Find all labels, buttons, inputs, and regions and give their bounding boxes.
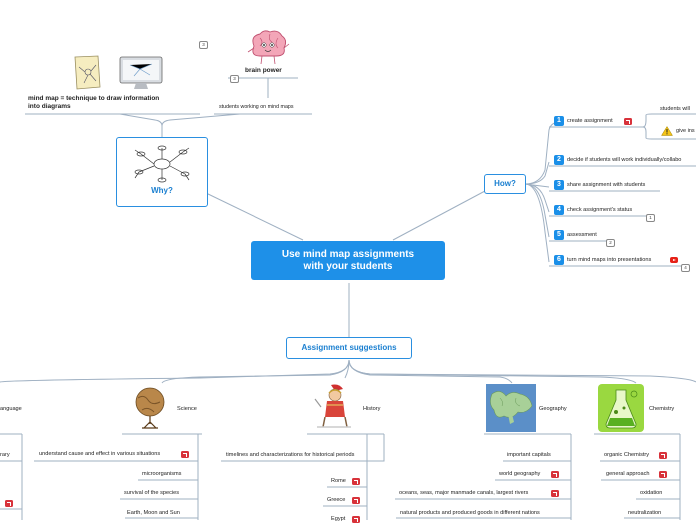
chemistry-item-1: organic Chemistry [604,452,650,458]
mind-map-definition-line2: into diagrams [28,102,71,110]
step-3-text: share assignment with students [567,182,646,188]
step-6-text: turn mind maps into presentations [567,257,652,263]
brain-count-badge[interactable]: 3 [230,75,239,83]
language-link-icon[interactable] [5,500,13,507]
brain-character-icon [247,30,290,65]
language-item-1: rary [0,452,10,458]
science-label: Science [177,406,197,412]
step-4-number: 4 [554,205,564,215]
science-item-3: survival of the species [124,490,180,496]
geography-item-3: oceans, seas, major manmade canals, larg… [399,490,529,496]
step-5-text: assessment [567,232,597,238]
science-item-1: understand cause and effect in various s… [39,451,161,457]
globe-icon [135,387,165,429]
central-topic-line2: with your students [303,260,393,272]
chemistry-item-3: oxidation [640,490,663,496]
mind-map-definition-line1: mind map = technique to draw information [28,95,160,102]
step-5-count-badge[interactable]: 2 [606,239,615,247]
chemistry-item-4: neutralization [628,510,662,516]
step-1-sub-students: students will [660,106,690,112]
step-6-count-badge[interactable]: 4 [681,264,690,272]
history-item-3-link-icon[interactable] [352,497,360,504]
science-item-2: microorganisms [142,471,182,477]
step-1-number: 1 [554,116,564,126]
mind-map-sketch-icon [134,145,190,183]
step-4-text: check assignment's status [567,207,633,213]
geography-item-2: world geography [499,471,541,477]
geography-item-3-link-icon[interactable] [551,490,559,497]
science-item-1-link-icon[interactable] [181,451,189,458]
step-1-link-icon[interactable] [624,118,632,125]
why-node[interactable]: Why? [116,137,208,207]
step-6-number: 6 [554,255,564,265]
students-working-label: students working on mind maps [219,104,294,110]
chemistry-item-1-link-icon[interactable] [659,452,667,459]
computer-monitor-icon [119,56,163,89]
geography-item-4: natural products and produced goods in d… [400,510,540,516]
paper-mind-map-icon [74,55,101,90]
warning-icon [661,126,673,136]
chemistry-item-2: general approach [606,471,650,477]
chemistry-flask-icon [598,384,644,432]
assignment-suggestions-node[interactable]: Assignment suggestions [286,337,412,359]
chemistry-item-2-link-icon[interactable] [659,471,667,478]
step-2-text: decide if students will work individuall… [567,157,682,163]
roman-soldier-icon [314,384,351,428]
step-5-number: 5 [554,230,564,240]
how-label: How? [494,179,516,188]
history-label: History [363,406,381,412]
mind-map-definition: mind map = technique to draw information… [28,95,159,110]
assignment-suggestions-label: Assignment suggestions [301,343,397,352]
central-topic[interactable]: Use mind map assignments with your stude… [251,241,445,280]
step-1-sub-give: give ins [676,128,695,134]
language-label: anguage [0,406,22,412]
central-topic-line1: Use mind map assignments [281,248,415,260]
geography-label: Geography [539,406,567,412]
chemistry-label: Chemistry [649,406,675,412]
brain-power-label: brain power [245,67,282,74]
history-item-2-link-icon[interactable] [352,478,360,485]
step-4-count-badge[interactable]: 1 [646,214,655,222]
why-label: Why? [151,186,173,195]
step-2-number: 2 [554,155,564,165]
history-item-4: Egypt [331,516,346,522]
history-item-1: timelines and characterizations for hist… [226,452,355,458]
step-1-text: create assignment [567,118,613,124]
geography-item-2-link-icon[interactable] [551,471,559,478]
definition-count-badge[interactable]: 3 [199,41,208,49]
how-node[interactable]: How? [484,174,526,194]
geography-item-1: important capitals [507,452,551,458]
science-item-4: Earth, Moon and Sun [127,510,180,516]
history-item-3: Greece [327,497,346,503]
europe-map-icon [486,384,536,432]
history-item-2: Rome [331,478,346,484]
step-3-number: 3 [554,180,564,190]
youtube-icon[interactable] [670,257,678,263]
